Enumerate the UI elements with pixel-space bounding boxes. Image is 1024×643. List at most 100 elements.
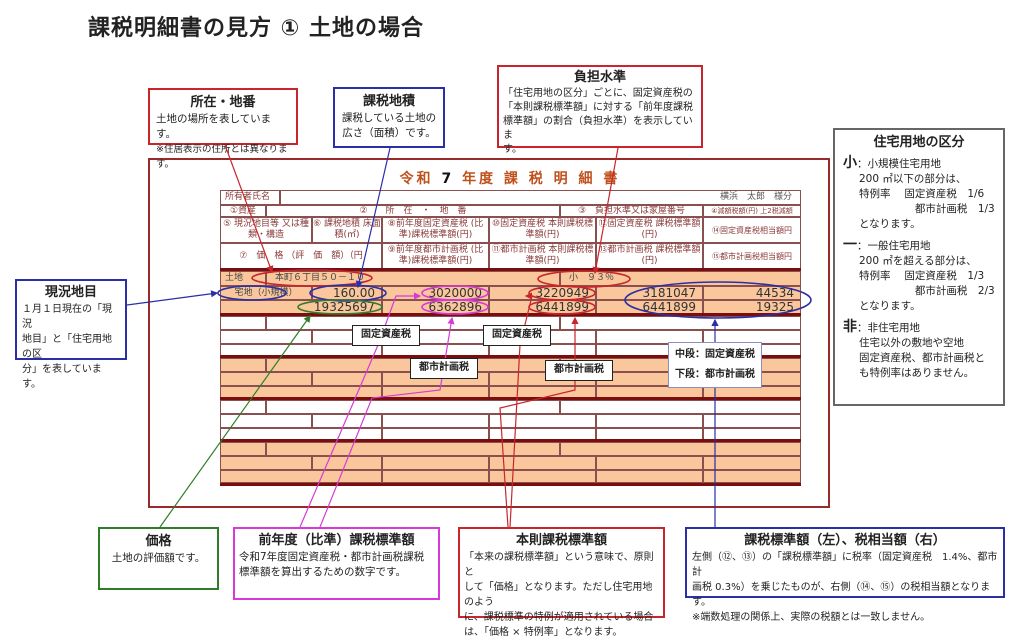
empty-cell (596, 414, 703, 428)
highlight-land-type (217, 285, 287, 301)
empty-cell (220, 400, 266, 414)
empty-cell (596, 470, 703, 483)
highlight-burden (537, 270, 631, 288)
header-prev-fixed: ⑧前年度固定資産税 (比準)課税標準額(円) (382, 217, 489, 243)
highlight-prev-fixed (421, 285, 489, 301)
highlight-std-tax (624, 281, 812, 319)
callout-burden: 負担水準 「住宅用地の区分」ごとに、固定資産税の 「本則課税標準額」に対する「前… (497, 65, 703, 155)
callout-line: ※住居表示の住所とは異なります。 (156, 144, 288, 170)
arrow-price (159, 315, 311, 528)
empty-cell (220, 316, 266, 330)
callout-line: 分」を表しています。 (22, 364, 102, 390)
header-std-fixed: ⑫固定資産税 課税標準額(円) (596, 217, 703, 243)
callout-line: 令和7年度固定資産税・都市計画税課税 (239, 551, 425, 563)
std-fixed-value: 3181047 (596, 286, 703, 300)
empty-cell (220, 358, 266, 372)
callout-title: 本則課税標準額 (515, 533, 607, 548)
callout-line: 画税 0.3%）を乗じたものが、右側（⑭、⑮）の税相当額となります。 (692, 582, 991, 608)
arrow-burden (592, 147, 619, 275)
tag-fixed-prev: 固定資産税 (352, 325, 420, 346)
category-line: 特例率 固定資産税 1/3 (859, 270, 985, 282)
category-line: も特例率はありません。 (859, 367, 975, 379)
empty-cell (560, 400, 801, 414)
callout-title: 負担水準 (573, 70, 626, 85)
tag-city-prev: 都市計画税 (410, 358, 478, 379)
tax-statement-frame (148, 158, 830, 508)
header-burden: ③ 負担水準又は家屋番号 (560, 205, 703, 217)
divider (220, 313, 801, 316)
callout-line: 地目」と「住宅用地の区 (22, 334, 112, 360)
tag-mid: 中段：固定資産税 (675, 349, 755, 360)
owner-label: 所有者氏名 (220, 190, 280, 205)
divider (220, 397, 801, 400)
category-line: 特例率 固定資産税 1/6 (859, 188, 985, 200)
callout-line: １月１日現在の「現況 (22, 304, 112, 330)
callout-line: 標準額を算出するための数字です。 (239, 566, 406, 578)
callout-location: 所在・地番 土地の場所を表しています。 ※住居表示の住所とは異なります。 (148, 88, 298, 170)
header-tax-fixed: ⑭固定資産税相当額円 (703, 217, 801, 243)
panel-title: 住宅用地の区分 (873, 135, 965, 150)
callout-line: して「価格」となります。ただし住宅用地のよう (464, 582, 653, 608)
land-category-panel: 住宅用地の区分 小：小規模住宅用地 200 ㎡以下の部分は、 特例率 固定資産税… (833, 128, 1005, 406)
callout-area: 課税地積 課税している土地の 広さ（面積）です。 (333, 87, 445, 148)
category-line: 200 ㎡を超える部分は、 (859, 255, 977, 267)
category-line: となります。 (859, 300, 921, 312)
callout-line: 左側（⑫、⑬）の「課税標準額」に税率（固定資産税 1.4%、都市計 (692, 552, 998, 578)
tag-fixed-base: 固定資産税 (483, 325, 551, 346)
owner-name: 横浜 太郎 様分 (280, 190, 801, 205)
header-reduction: ④減額税額(円) 上2税減額 (703, 205, 801, 217)
page-title: 課税明細書の見方 ① 土地の場合 (88, 16, 424, 41)
header-location: ② 所 在 ・ 地 番 (266, 205, 560, 217)
callout-land-type: 現況地目 １月１日現在の「現況 地目」と「住宅用地の区 分」を表しています。 (15, 279, 127, 390)
callout-std: 課税標準額（左）、税相当額（右） 左側（⑫、⑬）の「課税標準額」に税率（固定資産… (685, 527, 1005, 623)
empty-cell (489, 456, 596, 470)
empty-cell (220, 330, 312, 344)
highlight-area (309, 284, 387, 302)
category-name: ：非住宅用地 (857, 322, 920, 334)
callout-line: 標準額」の割合（負担水準）を表示していま (503, 116, 693, 141)
empty-cell (266, 400, 560, 414)
callout-title: 課税標準額（左）、税相当額（右） (744, 533, 946, 548)
header-asset: ①資産 (220, 205, 266, 217)
sheet-title-prefix: 令和 (399, 171, 434, 187)
empty-cell (596, 330, 703, 344)
category-mark: 非 (843, 319, 857, 335)
callout-title: 前年度（比準）課税標準額 (258, 533, 415, 548)
highlight-location (251, 269, 373, 287)
category-mark: 一 (843, 237, 857, 253)
highlight-base-fixed (528, 285, 596, 301)
highlight-price (297, 299, 383, 315)
arrow-base-fixed (509, 292, 533, 528)
callout-line: 「住宅用地の区分」ごとに、固定資産税の (503, 88, 693, 99)
tag-city-base: 都市計画税 (545, 360, 613, 381)
callout-line: に、課税標準の特例が適用されている場合 (464, 612, 654, 623)
callout-price: 価格 土地の評価額です。 (98, 527, 219, 590)
callout-line: 課税している土地の (341, 112, 437, 124)
category-line: 住宅以外の敷地や空地 (859, 337, 964, 349)
arrow-base-city (499, 316, 579, 528)
highlight-prev-city (421, 299, 489, 315)
empty-cell (382, 470, 489, 483)
category-line: となります。 (859, 218, 921, 230)
empty-cell (489, 414, 596, 428)
sheet-year: 7 (441, 171, 455, 187)
empty-cell (220, 372, 312, 386)
callout-title: 価格 (145, 534, 172, 549)
callout-line: は、「価格 × 特例率」となります。 (464, 627, 623, 638)
callout-line: 土地の場所を表しています。 (156, 113, 272, 140)
empty-cell (382, 414, 489, 428)
tag-mid-low: 中段：固定資産税 下段：都市計画税 (668, 342, 762, 388)
divider (220, 268, 801, 271)
highlight-base-city (528, 299, 596, 315)
callout-title: 現況地目 (44, 285, 97, 300)
callout-line: 「本来の課税標準額」という意味で、原則と (464, 552, 654, 578)
callout-line: 「本則課税標準額」に対する「前年度課税 (503, 102, 693, 113)
arrow-location (224, 144, 274, 274)
callout-line: 広さ（面積）です。 (342, 127, 436, 139)
empty-cell (312, 414, 382, 428)
empty-cell (220, 456, 312, 470)
empty-cell (220, 442, 266, 456)
category-line: 200 ㎡以下の部分は、 (859, 173, 967, 185)
callout-title: 所在・地番 (190, 95, 256, 110)
callout-line: 土地の評価額です。 (111, 552, 206, 564)
